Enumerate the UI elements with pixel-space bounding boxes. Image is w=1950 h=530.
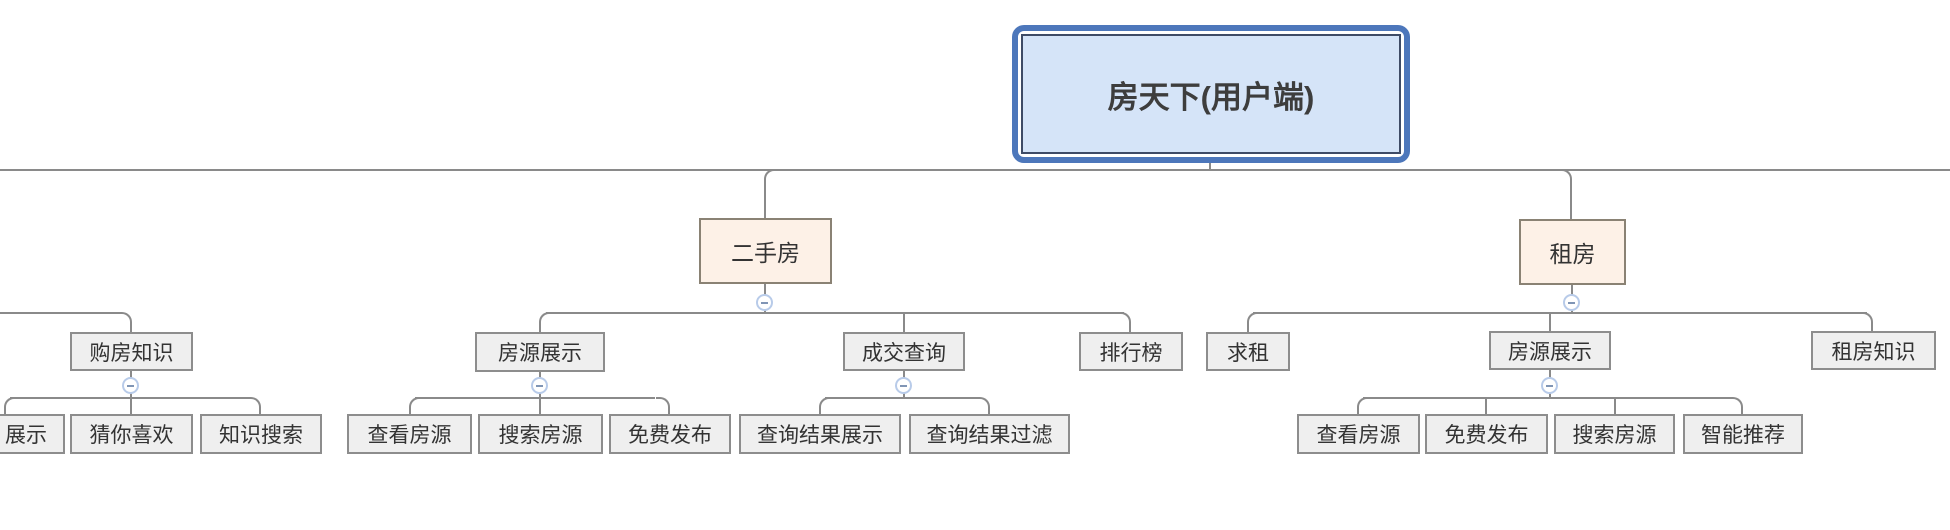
connector-drop-sousuofangyuan-zf <box>1614 397 1616 414</box>
node-fangyuanzhanshi-esf[interactable]: 房源展示 <box>475 332 605 372</box>
connector-main-rail <box>0 169 1950 171</box>
connector-drop-zufang <box>1556 169 1572 219</box>
connector-drop-mianfeifabu-esf <box>656 397 670 414</box>
connector-rail-chengjiaochaxun <box>825 397 977 399</box>
connector-drop-qiuzu <box>1247 312 1261 332</box>
connector-drop-jieguozhanshi <box>819 397 831 414</box>
connector-drop-goufangzhishi <box>117 312 132 332</box>
node-fangyuanzhanshi-zf[interactable]: 房源展示 <box>1489 331 1611 370</box>
minus-dash-icon <box>900 384 907 387</box>
node-zhinengtuijian-zf[interactable]: 智能推荐 <box>1683 414 1803 454</box>
node-mianfeifabu-zf[interactable]: 免费发布 <box>1425 414 1548 454</box>
collapse-minus-icon-chengjiaochaxun[interactable] <box>895 377 912 394</box>
node-zufangzhishi[interactable]: 租房知识 <box>1811 331 1936 370</box>
connector-drop-ershoufang <box>764 169 780 218</box>
collapse-minus-icon-fangyuanzhanshi-zf[interactable] <box>1541 377 1558 394</box>
connector-drop-zhinengtuijian-zf <box>1729 397 1743 414</box>
collapse-minus-icon-goufangzhishi[interactable] <box>122 377 139 394</box>
connector-rail-fangyuanzhanshi-esf <box>415 397 655 399</box>
node-sousuofangyuan-esf[interactable]: 搜索房源 <box>478 414 603 454</box>
minus-dash-icon <box>761 301 768 304</box>
connector-drop-zhishisousuo <box>247 397 261 414</box>
connector-root-stub <box>1209 161 1211 170</box>
connector-drop-chengjiaochaxun <box>903 312 905 332</box>
connector-drop-fangyuanzhanshi-esf <box>539 312 553 332</box>
connector-drop-jieguoguolv <box>976 397 990 414</box>
node-chaxunjieguoguolv[interactable]: 查询结果过滤 <box>909 414 1070 454</box>
minus-dash-icon <box>127 384 134 387</box>
collapse-minus-icon-ershoufang[interactable] <box>756 294 773 311</box>
node-zufang[interactable]: 租房 <box>1519 219 1626 285</box>
node-chakanfangyuan-zf[interactable]: 查看房源 <box>1297 414 1420 454</box>
node-sousuofangyuan-zf[interactable]: 搜索房源 <box>1554 414 1675 454</box>
connector-drop-zufangzhishi <box>1858 312 1873 332</box>
node-zhanshi-truncated[interactable]: 展示 <box>0 414 65 454</box>
node-qiuzu[interactable]: 求租 <box>1206 332 1290 371</box>
connector-rail-goufangzhishi <box>10 397 250 399</box>
connector-rail-ershoufang <box>546 312 1124 314</box>
node-zhishisousuo[interactable]: 知识搜索 <box>200 414 322 454</box>
connector-drop-chakanfangyuan-zf <box>1357 397 1369 414</box>
node-root-label: 房天下(用户端) <box>1021 34 1401 154</box>
node-chakanfangyuan-esf[interactable]: 查看房源 <box>347 414 472 454</box>
node-chengjiaochaxun[interactable]: 成交查询 <box>843 332 965 371</box>
connector-rail-zufang <box>1253 312 1867 314</box>
minus-dash-icon <box>1546 384 1553 387</box>
node-cainixihuan[interactable]: 猜你喜欢 <box>70 414 193 454</box>
minus-dash-icon <box>1568 301 1575 304</box>
minus-dash-icon <box>536 384 543 387</box>
collapse-minus-icon-zufang[interactable] <box>1563 294 1580 311</box>
node-ershoufang[interactable]: 二手房 <box>699 218 832 284</box>
connector-drop-chakanfangyuan-esf <box>409 397 421 414</box>
node-root[interactable]: 房天下(用户端) <box>1012 25 1410 163</box>
node-chaxunjieguozhanshi[interactable]: 查询结果展示 <box>739 414 901 454</box>
connector-rail-fangyuanzhanshi-zf <box>1363 397 1731 399</box>
node-goufangzhishi[interactable]: 购房知识 <box>70 332 193 371</box>
node-mianfeifabu-esf[interactable]: 免费发布 <box>609 414 731 454</box>
connector-drop-paihangbang <box>1116 312 1131 332</box>
node-paihangbang[interactable]: 排行榜 <box>1079 332 1183 371</box>
connector-drop-mianfeifabu-zf <box>1485 397 1487 414</box>
connector-rail-offscreen <box>0 312 120 314</box>
connector-drop-fangyuanzhanshi-zf <box>1549 312 1551 332</box>
collapse-minus-icon-fangyuanzhanshi-esf[interactable] <box>531 377 548 394</box>
connector-drop-zhanshi <box>4 397 16 414</box>
